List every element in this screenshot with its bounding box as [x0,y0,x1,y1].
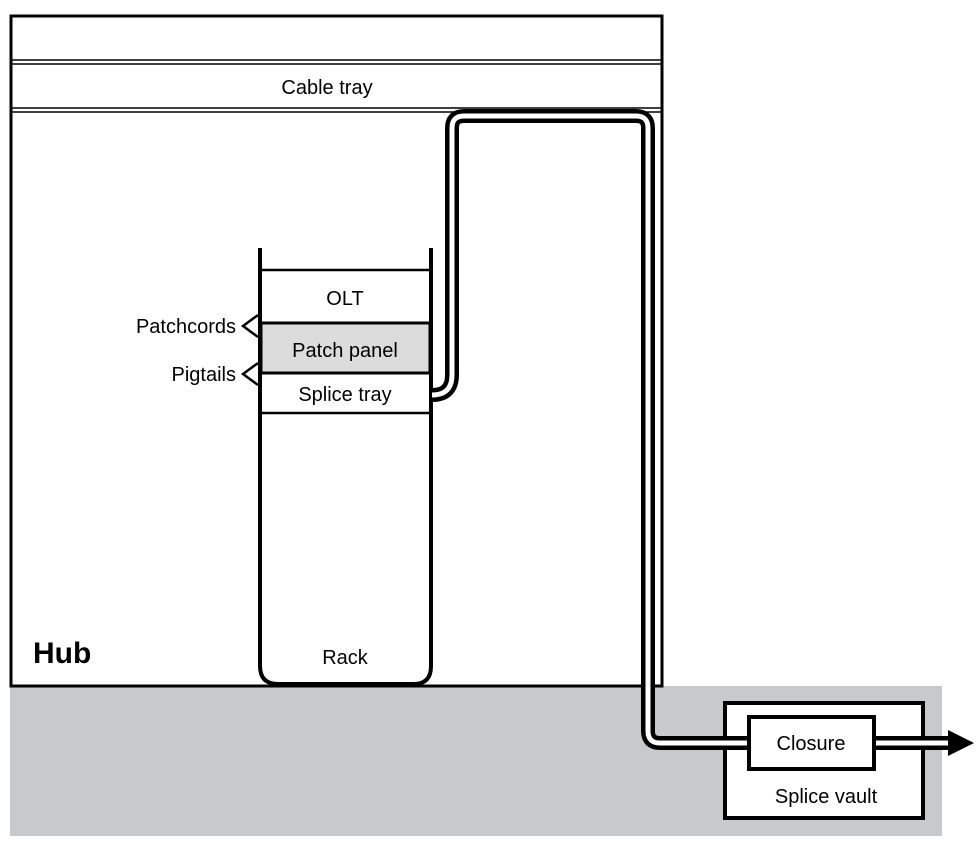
splice-vault-label: Splice vault [775,786,878,808]
patch-panel-unit [259,321,432,375]
rack-frame [258,248,433,686]
hub-label: Hub [33,637,91,670]
cable-arrowhead [948,730,974,756]
closure-label: Closure [777,733,846,755]
olt-label: OLT [326,288,363,310]
patchcords-label: Patchcords [136,316,236,338]
splice-tray-label: Splice tray [298,384,391,406]
patchcords-arrow [240,313,259,339]
fiber-cable [431,109,950,750]
pigtails-arrow [240,361,259,387]
cable-tray-label: Cable tray [281,77,372,99]
patch-panel-label: Patch panel [292,340,398,362]
closure-box [747,715,876,771]
rack-label: Rack [322,647,369,669]
pigtails-label: Pigtails [172,364,236,386]
